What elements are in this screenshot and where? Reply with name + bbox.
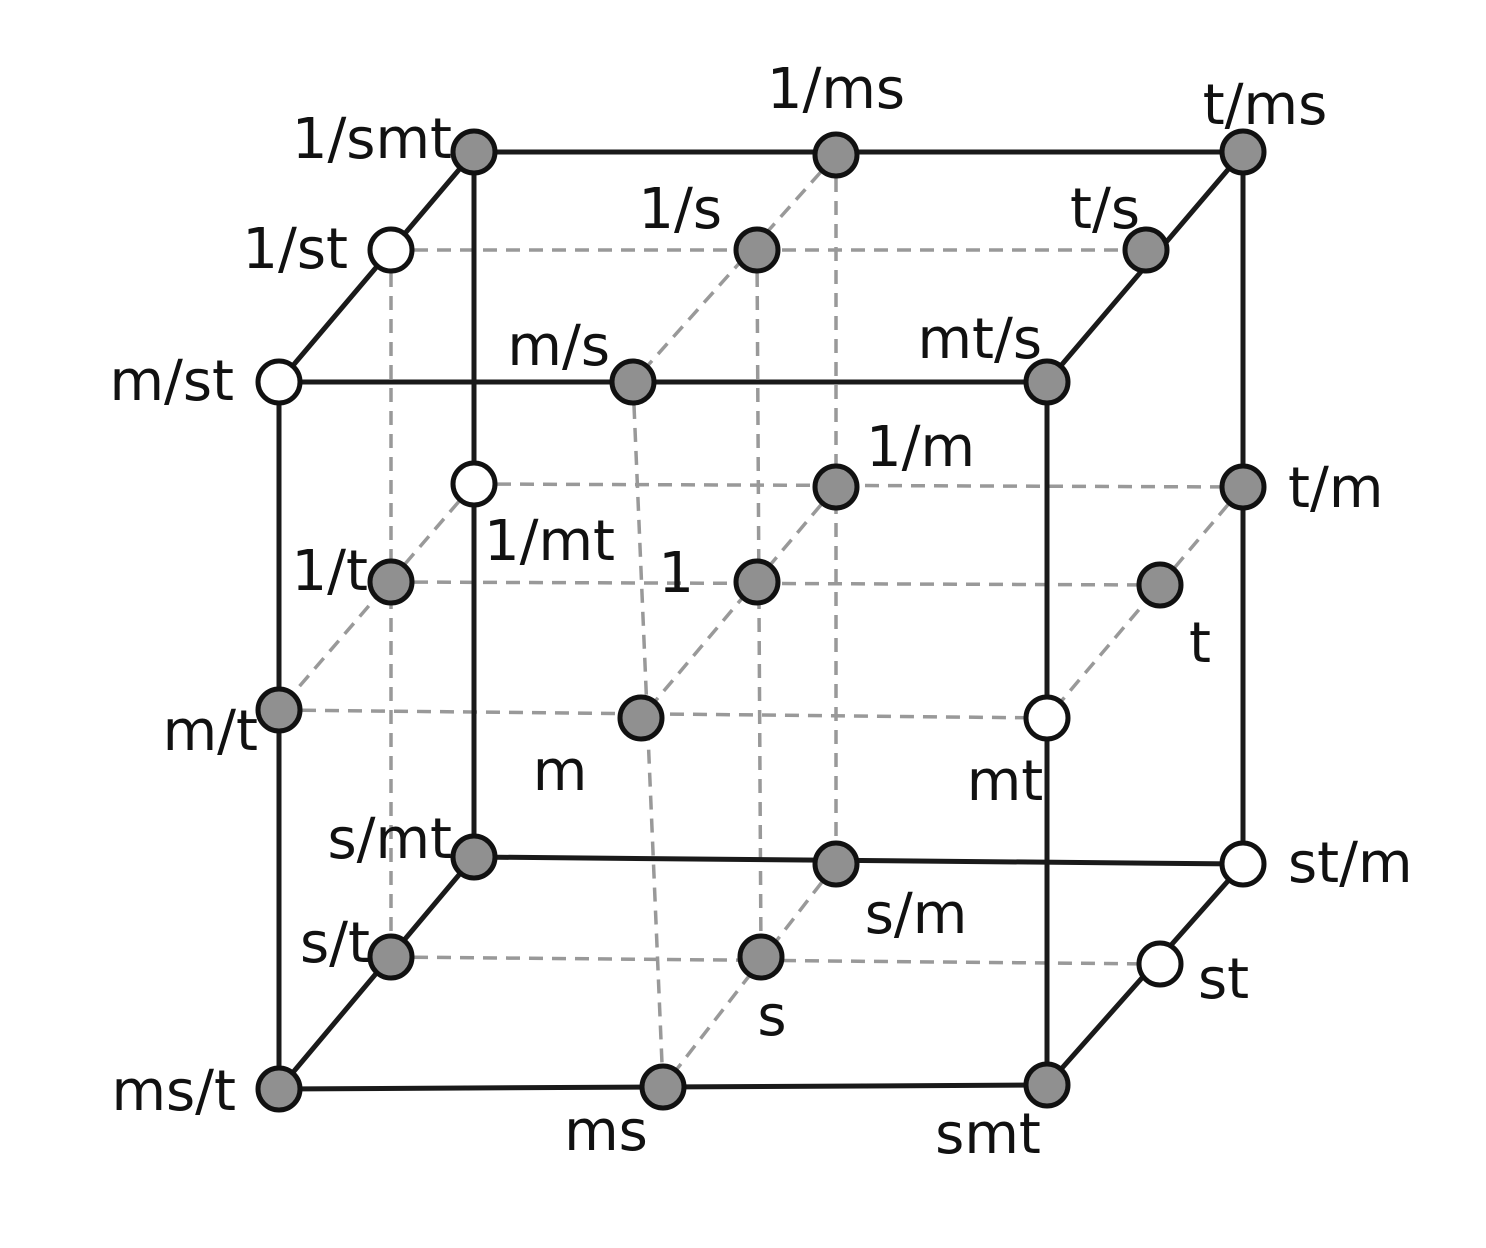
lattice-nodes <box>255 128 1267 1113</box>
dashed-edge <box>390 955 1161 966</box>
open-node <box>367 226 415 274</box>
filled-node <box>617 694 665 742</box>
node-label: mt <box>967 749 1044 814</box>
node-label: m <box>533 739 588 804</box>
node-label: s/m <box>865 882 968 947</box>
node-label: t/m <box>1288 456 1383 521</box>
filled-node <box>255 686 303 734</box>
node-label: s <box>757 984 786 1049</box>
filled-node <box>367 558 415 606</box>
node-label: s/mt <box>327 807 452 872</box>
filled-node <box>812 131 860 179</box>
node-label: 1 <box>658 541 694 606</box>
node-label: 1/t <box>292 539 368 604</box>
dashed-edge <box>639 485 838 720</box>
node-label: 1/ms <box>767 57 905 122</box>
node-label: 1/smt <box>292 107 452 172</box>
node-label: t/ms <box>1203 73 1328 138</box>
node-label: ms <box>564 1099 648 1164</box>
filled-node <box>1122 226 1170 274</box>
node-label: 1/st <box>242 217 348 282</box>
dashed-edge <box>631 153 838 384</box>
node-label: m/t <box>163 699 258 764</box>
node-label: 1/s <box>638 177 722 242</box>
filled-node <box>812 840 860 888</box>
filled-node <box>733 558 781 606</box>
filled-node <box>367 933 415 981</box>
node-label: smt <box>935 1102 1041 1167</box>
filled-node <box>1219 128 1267 176</box>
filled-node <box>255 1065 303 1113</box>
dashed-edge <box>278 708 1048 720</box>
filled-node <box>737 933 785 981</box>
filled-node <box>1023 358 1071 406</box>
filled-node <box>1136 561 1184 609</box>
open-node <box>1023 694 1071 742</box>
dashed-edge <box>473 482 1244 489</box>
filled-node <box>812 463 860 511</box>
open-node <box>1136 940 1184 988</box>
filled-node <box>639 1063 687 1111</box>
node-label: mt/s <box>917 307 1042 372</box>
node-label: st <box>1198 947 1249 1012</box>
node-label: s/t <box>300 911 370 976</box>
node-label: t <box>1189 611 1211 676</box>
node-label: st/m <box>1288 831 1413 896</box>
filled-node <box>1023 1061 1071 1109</box>
filled-node <box>733 226 781 274</box>
node-label: 1/m <box>866 415 975 480</box>
dashed-edge <box>390 580 1161 587</box>
node-label: t/s <box>1070 177 1140 242</box>
open-node <box>255 358 303 406</box>
filled-node <box>450 128 498 176</box>
filled-node <box>609 358 657 406</box>
node-label: m/s <box>507 314 610 379</box>
open-node <box>1219 840 1267 888</box>
node-label: m/st <box>109 349 234 414</box>
open-node <box>450 460 498 508</box>
node-label: 1/mt <box>484 509 615 574</box>
filled-node <box>1219 463 1267 511</box>
node-label: ms/t <box>111 1059 236 1124</box>
filled-node <box>450 833 498 881</box>
